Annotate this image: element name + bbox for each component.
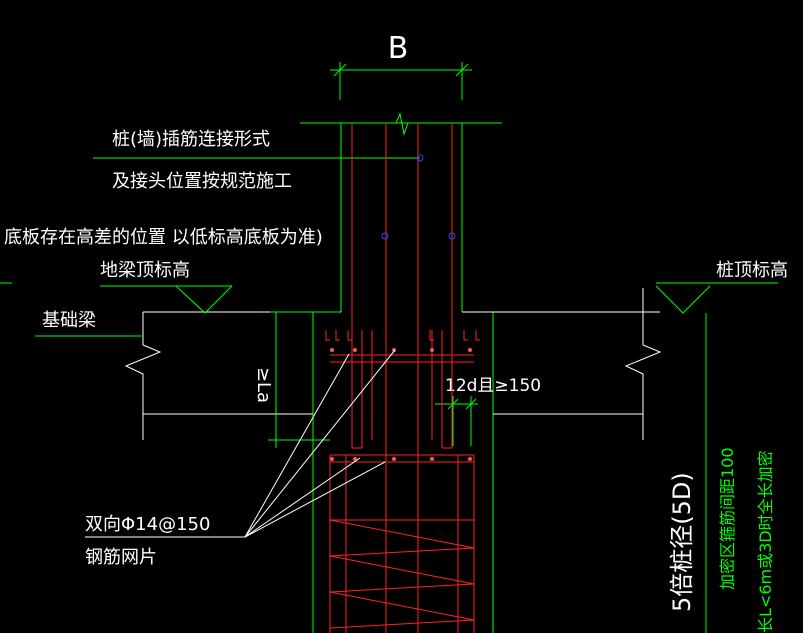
anchor-length-dimension (268, 311, 340, 448)
hook-dimension (435, 396, 478, 446)
blue-markers (381, 154, 456, 240)
pile-rebar (325, 123, 480, 633)
dimension-b-label: B (388, 31, 409, 66)
note-slab-elevation: 底板存在高差的位置 以低标高底板为准) (4, 227, 323, 248)
anchor-length-label: ≥La (253, 367, 274, 403)
rebar-dots (330, 348, 472, 461)
mesh-spec-line2: 钢筋网片 (85, 547, 157, 568)
pile-diameter-label: 5倍桩径(5D) (668, 472, 696, 612)
mesh-leader-lines (85, 349, 396, 538)
note-pile-wall-line1: 桩(墙)插筋连接形式 (112, 129, 270, 150)
pile-top-elevation-label: 桩顶标高 (716, 260, 788, 281)
dimension-b (330, 62, 472, 100)
stirrup-full-label: 长L<6m或3D时全长加密 (756, 450, 775, 633)
stirrup-dense-label: 加密区箍筋间距100 (718, 447, 737, 590)
foundation-beam-label: 基础梁 (42, 310, 96, 331)
pile-top-marker (655, 282, 778, 314)
pile-outline (300, 122, 502, 633)
mesh-spec-line1: 双向Φ14@150 (85, 514, 210, 535)
note-pile-wall-line2: 及接头位置按规范施工 (112, 171, 292, 192)
ground-beam-top-marker (100, 285, 233, 314)
foundation-beam-right (462, 288, 662, 440)
hook-length-label: 12d且≥150 (445, 376, 541, 396)
break-mark-top (380, 112, 420, 136)
ground-beam-top-label: 地梁顶标高 (100, 260, 190, 281)
foundation-beam-left (124, 311, 341, 440)
